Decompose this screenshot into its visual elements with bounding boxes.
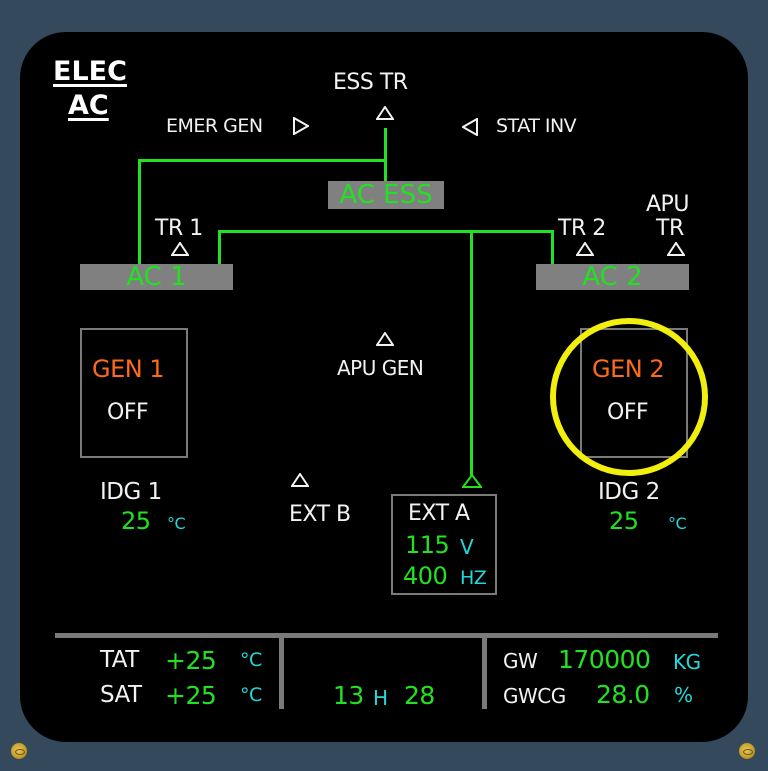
ess-tr-feed-line bbox=[384, 128, 387, 182]
ext-a-frequency-unit: HZ bbox=[460, 567, 487, 589]
emer-gen-label: EMER GEN bbox=[166, 115, 263, 137]
sat-label: SAT bbox=[100, 682, 142, 708]
idg2-temp: 25 bbox=[609, 507, 639, 535]
bus-tie-line bbox=[218, 230, 553, 233]
ext-a-box[interactable] bbox=[391, 494, 497, 595]
ext-b-label: EXT B bbox=[289, 502, 351, 527]
idg1-temp: 25 bbox=[121, 507, 151, 535]
screw-icon bbox=[11, 743, 27, 759]
tat-unit: °C bbox=[240, 649, 262, 671]
tat-label: TAT bbox=[100, 647, 139, 673]
tr2-label: TR 2 bbox=[558, 216, 606, 241]
highlight-circle bbox=[550, 318, 708, 476]
gwcg-unit: % bbox=[674, 683, 693, 707]
idg2-label: IDG 2 bbox=[598, 479, 660, 505]
ext-a-voltage-unit: V bbox=[460, 535, 474, 559]
gw-value: 170000 bbox=[558, 645, 651, 674]
ac1-tie-riser-line bbox=[218, 230, 221, 265]
gen1-label: GEN 1 bbox=[92, 355, 165, 383]
gwcg-label: GWCG bbox=[503, 684, 566, 708]
gen1-box[interactable] bbox=[80, 328, 188, 458]
tat-value: +25 bbox=[165, 646, 217, 675]
sat-unit: °C bbox=[240, 684, 262, 706]
ext-a-label: EXT A bbox=[408, 501, 470, 526]
time-hours: 13 bbox=[333, 681, 364, 710]
ess-tr-label: ESS TR bbox=[333, 70, 408, 95]
sat-value: +25 bbox=[165, 681, 217, 710]
apu-tr-label-line1: APU bbox=[646, 192, 689, 217]
ac2-bus: AC 2 bbox=[536, 264, 689, 290]
footer-divider bbox=[55, 633, 718, 638]
footer-divider-left bbox=[279, 633, 284, 709]
gw-unit: KG bbox=[673, 650, 701, 674]
ac-ess-bus: AC ESS bbox=[328, 181, 444, 209]
ext-a-frequency: 400 bbox=[403, 562, 448, 590]
screw-icon bbox=[739, 743, 755, 759]
time-h-unit: H bbox=[373, 686, 388, 710]
footer-divider-right bbox=[482, 633, 487, 709]
ac1-to-ess-line bbox=[138, 159, 387, 162]
apu-gen-label: APU GEN bbox=[337, 356, 424, 380]
ac1-bus: AC 1 bbox=[80, 264, 233, 290]
ac2-tie-riser-line bbox=[551, 230, 554, 265]
apu-tr-label-line2: TR bbox=[656, 216, 684, 241]
page-title-elec: ELEC bbox=[53, 56, 127, 87]
tr1-label: TR 1 bbox=[155, 216, 203, 241]
idg1-temp-unit: °C bbox=[167, 514, 186, 533]
stat-inv-label: STAT INV bbox=[496, 115, 577, 137]
ext-a-feed-line bbox=[470, 230, 473, 476]
page-title-ac: AC bbox=[68, 90, 109, 121]
idg1-label: IDG 1 bbox=[100, 479, 162, 505]
time-minutes: 28 bbox=[404, 681, 435, 710]
gw-label: GW bbox=[503, 649, 538, 673]
idg2-temp-unit: °C bbox=[668, 514, 687, 533]
gen1-status: OFF bbox=[107, 400, 149, 425]
ac1-riser-line bbox=[138, 159, 141, 265]
gwcg-value: 28.0 bbox=[596, 680, 650, 709]
ext-a-voltage: 115 bbox=[405, 531, 450, 559]
